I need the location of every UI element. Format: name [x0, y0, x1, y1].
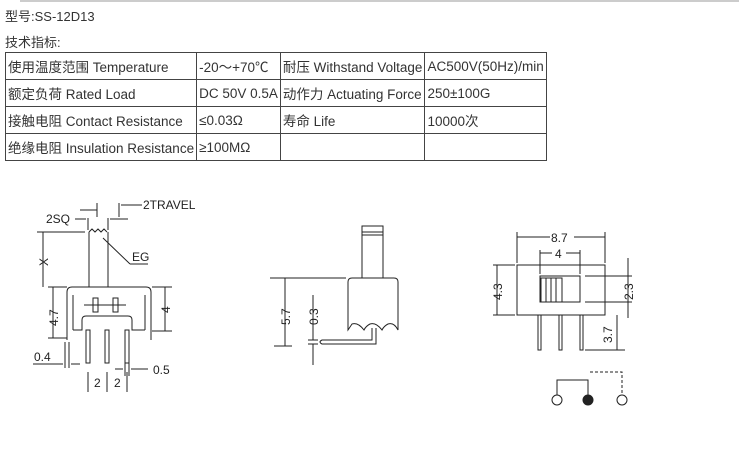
common-terminal-icon: [582, 394, 594, 406]
travel-label: 2TRAVEL: [143, 198, 196, 212]
spec-name-cell: 额定负荷 Rated Load: [4, 79, 198, 107]
spec-value-cell: AC500V(50Hz)/min: [424, 52, 547, 80]
terminal-icon: [551, 394, 563, 406]
side-height-label: 5.7: [279, 308, 293, 325]
thickness-label: 0.3: [307, 308, 321, 325]
height-label: 4.7: [47, 309, 61, 326]
spec-name-cell: 绝缘电阻 Insulation Resistance: [4, 133, 198, 161]
spec-value-cell: ≥100MΩ: [196, 133, 281, 161]
circuit-schematic: [551, 371, 628, 406]
offset-label: 0.4: [34, 350, 51, 364]
body-height-label: 4: [159, 306, 173, 313]
spec-value-cell: 250±100G: [424, 79, 547, 107]
terminal-icon: [616, 394, 628, 406]
slot-label: 4: [555, 247, 562, 261]
pitch-label-2: 2: [114, 376, 121, 390]
model-number: 型号:SS-12D13: [5, 9, 95, 24]
spec-name-cell: 动作力 Actuating Force: [279, 79, 426, 107]
table-row: 绝缘电阻 Insulation Resistance≥100MΩ: [4, 133, 547, 161]
pitch-label-1: 2: [94, 376, 101, 390]
knob-label: 2.3: [622, 283, 636, 300]
pin-width-label: 0.5: [153, 363, 170, 377]
spec-value-cell: ≤0.03Ω: [196, 106, 281, 134]
spec-title: 技术指标:: [5, 35, 61, 50]
spec-name-cell: 接触电阻 Contact Resistance: [4, 106, 198, 134]
spec-value-cell: [424, 133, 547, 161]
front-view-drawing: 2TRAVEL 2SQ EG X 4.7 4 0.4 0.5 2 2: [33, 198, 196, 392]
spec-value-cell: 10000次: [424, 106, 547, 134]
x-label: X: [37, 258, 51, 266]
side-view-drawing: 5.7 0.3: [270, 225, 399, 365]
divider: [20, 0, 739, 2]
width-label: 8.7: [551, 231, 568, 245]
spec-value-cell: -20～+70℃: [196, 52, 281, 80]
spec-value-cell: DC 50V 0.5A: [196, 79, 281, 107]
spec-name-cell: [279, 133, 426, 161]
pin-length-label: 3.7: [601, 326, 615, 343]
body-height-label: 4.3: [491, 283, 505, 300]
sq-label: 2SQ: [46, 212, 70, 226]
spec-name-cell: 寿命 Life: [279, 106, 426, 134]
eg-label: EG: [132, 250, 149, 264]
top-view-drawing: 8.7 4 4.3 2.3 3.7: [491, 231, 636, 351]
